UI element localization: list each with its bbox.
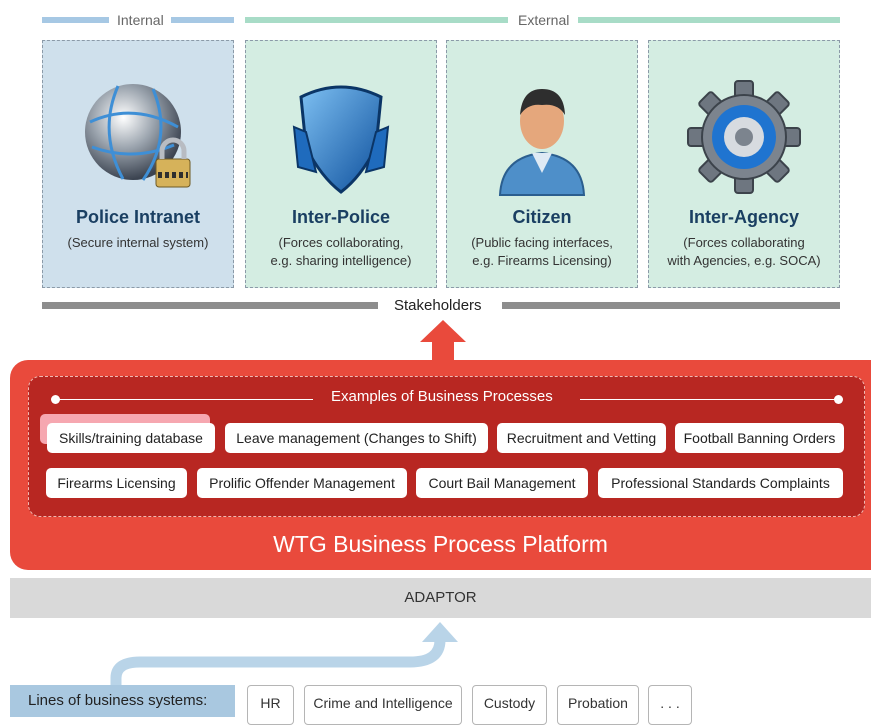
process-football-banning-orders[interactable]: Football Banning Orders: [675, 423, 844, 453]
lob-hr[interactable]: HR: [247, 685, 294, 725]
card-title: Citizen: [512, 207, 572, 227]
internal-label: Internal: [117, 12, 164, 28]
gear-icon: [687, 80, 801, 194]
lob-custody[interactable]: Custody: [472, 685, 547, 725]
stakeholders-bar-right: [502, 302, 840, 309]
card-description: (Public facing interfaces, e.g. Firearms…: [471, 235, 613, 268]
stakeholder-card-citizen: Citizen (Public facing interfaces, e.g. …: [446, 40, 638, 288]
stakeholder-card-police-intranet: Police Intranet (Secure internal system): [42, 40, 234, 288]
adaptor-bar: ADAPTOR: [10, 578, 871, 618]
process-professional-standards-complaints[interactable]: Professional Standards Complaints: [598, 468, 843, 498]
globe-lock-icon: [85, 84, 191, 188]
lines-of-business-label: Lines of business systems:: [10, 685, 235, 717]
stakeholders-bar-left: [42, 302, 378, 309]
process-leave-management[interactable]: Leave management (Changes to Shift): [225, 423, 488, 453]
curved-arrow-icon: [110, 622, 458, 690]
examples-line-dot-right: [834, 395, 843, 404]
stakeholders-label: Stakeholders: [394, 297, 482, 314]
card-description: (Forces collaborating with Agencies, e.g…: [667, 235, 821, 268]
card-title: Inter-Agency: [688, 207, 800, 227]
card-description: (Secure internal system): [67, 235, 209, 250]
external-band-left: [245, 17, 508, 23]
shield-icon: [292, 85, 390, 194]
examples-line-left: [55, 399, 313, 400]
lob-crime-intelligence[interactable]: Crime and Intelligence: [304, 685, 462, 725]
arrow-up-icon: [420, 320, 466, 364]
examples-line-right: [580, 399, 838, 400]
examples-label: Examples of Business Processes: [331, 388, 553, 405]
platform-label: WTG Business Process Platform: [273, 531, 608, 557]
internal-band-left: [42, 17, 109, 23]
lob-probation[interactable]: Probation: [557, 685, 639, 725]
adaptor-label: ADAPTOR: [404, 589, 477, 606]
process-skills-training-database[interactable]: Skills/training database: [47, 423, 215, 453]
card-description: (Forces collaborating, e.g. sharing inte…: [270, 235, 412, 268]
process-firearms-licensing[interactable]: Firearms Licensing: [46, 468, 187, 498]
person-icon: [498, 89, 586, 196]
process-recruitment-vetting[interactable]: Recruitment and Vetting: [497, 423, 666, 453]
external-label: External: [518, 12, 570, 28]
stakeholder-card-inter-agency: Inter-Agency (Forces collaborating with …: [648, 40, 840, 288]
process-prolific-offender-management[interactable]: Prolific Offender Management: [197, 468, 407, 498]
internal-band-right: [171, 17, 234, 23]
card-title: Police Intranet: [75, 207, 201, 227]
external-band-right: [578, 17, 840, 23]
stakeholder-card-inter-police: Inter-Police (Forces collaborating, e.g.…: [245, 40, 437, 288]
lob-more[interactable]: . . .: [648, 685, 692, 725]
process-court-bail-management[interactable]: Court Bail Management: [416, 468, 588, 498]
card-title: Inter-Police: [291, 207, 391, 227]
